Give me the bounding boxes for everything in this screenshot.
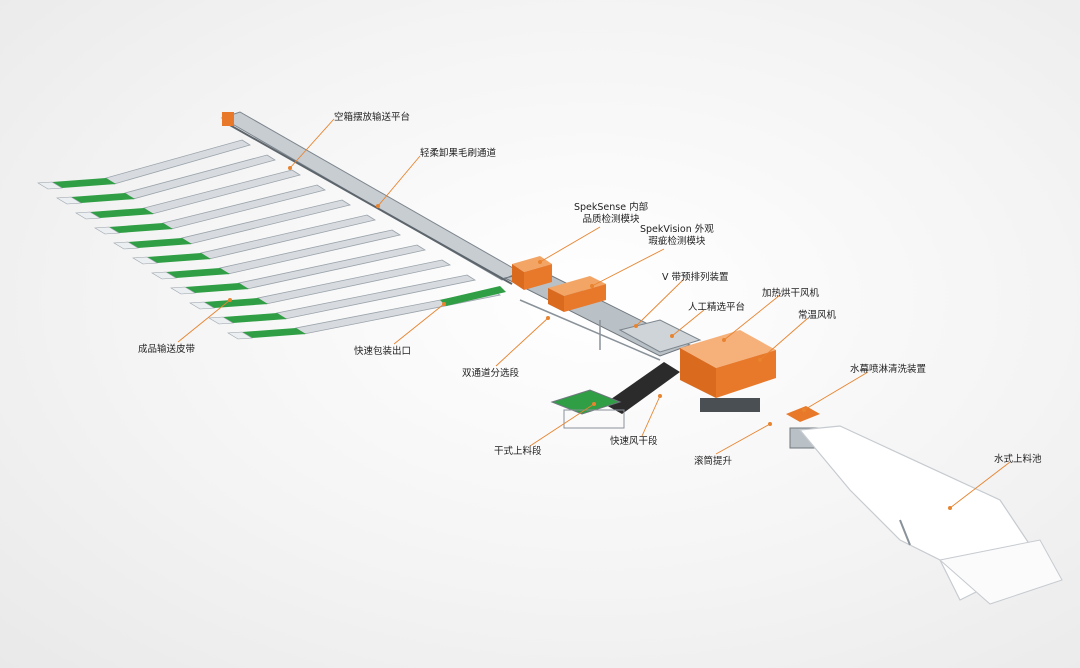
leader-dot xyxy=(658,394,662,398)
label-speksense: SpekSense 内部 品质检测模块 xyxy=(574,202,648,226)
finished-belt-green xyxy=(242,328,306,338)
label-water-curtain: 水幕喷淋清洗装置 xyxy=(850,364,926,376)
leader-dot xyxy=(802,408,806,412)
label-spekvision-line1: SpekVision 外观 xyxy=(640,224,714,236)
leader-line xyxy=(636,279,684,326)
leader-dot xyxy=(228,298,232,302)
leader-dot xyxy=(948,506,952,510)
label-speksense-line1: SpekSense 内部 xyxy=(574,202,648,214)
dry-feed-ramp xyxy=(604,362,680,414)
leader-line xyxy=(642,396,660,436)
finished-belt-green xyxy=(185,283,249,293)
finished-belt-green xyxy=(128,238,192,248)
leader-line xyxy=(760,318,808,360)
sorting-bay xyxy=(125,155,275,199)
sorting-bay xyxy=(106,140,250,184)
leader-dot xyxy=(722,338,726,342)
sorting-bay xyxy=(163,185,325,229)
label-manual-select: 人工精选平台 xyxy=(688,302,745,314)
trunk-end-box xyxy=(222,112,234,126)
leader-dot xyxy=(592,402,596,406)
label-soft-unload-brush: 轻柔卸果毛刷通道 xyxy=(420,148,496,160)
label-roller-lift: 滚筒提升 xyxy=(694,456,732,468)
label-finished-belt: 成品输送皮带 xyxy=(138,344,195,356)
leader-dot xyxy=(670,334,674,338)
sorting-bay xyxy=(182,200,350,244)
label-v-belt: V 带预排列装置 xyxy=(662,272,729,284)
label-heated-dryer: 加热烘干风机 xyxy=(762,288,819,300)
label-water-feed-pool: 水式上料池 xyxy=(994,454,1042,466)
label-dual-channel: 双通道分选段 xyxy=(462,368,519,380)
finished-belt-green xyxy=(71,193,135,203)
leader-line xyxy=(716,424,770,454)
dry-feed-stand xyxy=(564,410,624,428)
label-quick-air-dry: 快速风干段 xyxy=(610,436,658,448)
label-quick-pack-exit: 快速包装出口 xyxy=(354,346,411,358)
leader-line xyxy=(530,404,594,446)
label-ambient-fan: 常温风机 xyxy=(798,310,836,322)
finished-belt-green xyxy=(223,313,287,323)
leader-dot xyxy=(288,166,292,170)
leader-dot xyxy=(768,422,772,426)
leader-line xyxy=(540,227,600,262)
leader-dot xyxy=(546,316,550,320)
leader-line xyxy=(804,372,868,410)
finished-belt-green xyxy=(147,253,211,263)
label-spekvision: SpekVision 外观 瑕疵检测模块 xyxy=(640,224,714,248)
leader-dot xyxy=(538,260,542,264)
leader-dot xyxy=(442,302,446,306)
finished-belt-green xyxy=(109,223,173,233)
leader-dot xyxy=(376,204,380,208)
finished-belt-green xyxy=(204,298,268,308)
finished-belt-green xyxy=(166,268,230,278)
leader-line xyxy=(378,156,420,206)
label-spekvision-line2: 瑕疵检测模块 xyxy=(640,236,714,248)
heated-dryer-box xyxy=(680,330,776,412)
leader-line xyxy=(496,318,548,366)
label-dry-feed: 干式上料段 xyxy=(494,446,542,458)
finished-belt-green xyxy=(52,178,116,188)
finished-belt-green xyxy=(90,208,154,218)
sorting-bay xyxy=(220,230,400,274)
sorting-bay xyxy=(201,215,375,259)
leader-dot xyxy=(634,324,638,328)
leader-dot xyxy=(758,358,762,362)
sorting-bay xyxy=(144,170,300,214)
leader-line xyxy=(592,249,664,286)
leader-dot xyxy=(590,284,594,288)
label-empty-box-platform: 空箱摆放输送平台 xyxy=(334,112,410,124)
label-speksense-line2: 品质检测模块 xyxy=(574,214,648,226)
